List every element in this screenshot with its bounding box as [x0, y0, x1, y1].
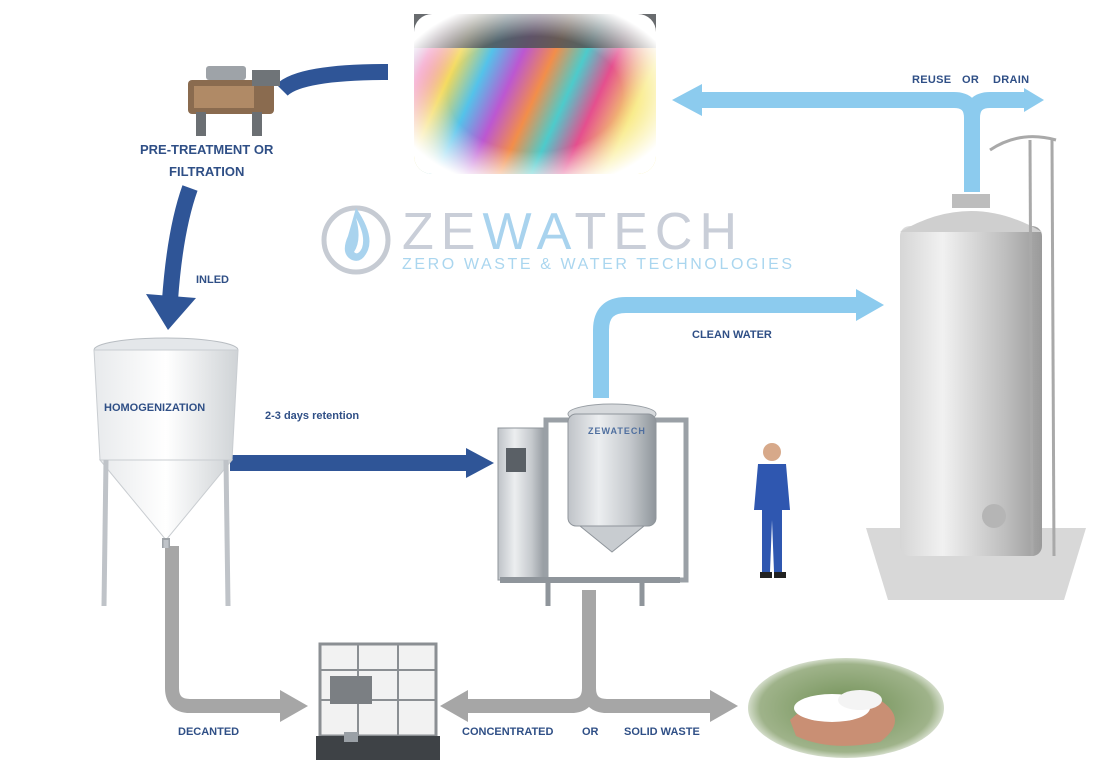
inled-label: INLED	[196, 274, 229, 286]
brand-wa: WA	[482, 203, 575, 261]
textile-printing-image	[414, 14, 656, 174]
solid-waste-pipe	[582, 687, 712, 713]
solid-waste-label: SOLID WASTE	[624, 726, 700, 738]
inled-arrow-head	[146, 294, 196, 330]
concentrated-pipe	[466, 590, 596, 713]
brand-wordmark: ZEWATECH	[402, 202, 744, 262]
water-drop-icon	[321, 205, 391, 275]
retention-label: 2-3 days retention	[265, 410, 360, 422]
gray-flow	[165, 546, 712, 713]
decanted-arrow-head	[280, 690, 308, 722]
retention-arrow-head	[466, 448, 494, 478]
zewatech-logo: ZEWATECH ZERO WASTE & WATER TECHNOLOGIES	[318, 198, 823, 280]
concentrated-arrow-head	[440, 690, 468, 722]
reuse-label: REUSE	[912, 74, 952, 86]
pretreatment-to-printer-pipe	[276, 64, 389, 97]
drain-label: DRAIN	[993, 74, 1030, 86]
inled-pipe	[162, 185, 198, 301]
reuse-arrow-head	[672, 84, 702, 116]
decanted-pipe	[165, 546, 282, 713]
filtration-unit-illustration	[188, 66, 280, 136]
salt-hand-image	[748, 658, 944, 758]
drain-arrow-head	[1024, 88, 1044, 112]
drain-pipe	[964, 92, 1026, 119]
or-bottom-label: OR	[582, 726, 599, 738]
pretreatment-label: PRE-TREATMENT OR FILTRATION	[140, 139, 273, 183]
worker-figure	[754, 443, 790, 578]
homogenization-tank	[93, 337, 239, 607]
ibc-container	[316, 642, 440, 760]
concentrated-label: CONCENTRATED	[462, 726, 554, 738]
brand-tech: TECH	[574, 203, 744, 261]
brand-ze: ZE	[402, 203, 483, 261]
light-blue-flow	[593, 92, 1026, 398]
evaporator-brand-label: ZEWATECH	[588, 426, 646, 436]
or-top-label: OR	[962, 74, 980, 86]
dark-blue-flow	[162, 64, 470, 471]
pretreatment-label-line1: PRE-TREATMENT OR	[140, 142, 274, 157]
storage-silo	[866, 135, 1086, 600]
clean-water-pipe	[593, 297, 858, 398]
homogenization-label: HOMOGENIZATION	[104, 402, 206, 414]
decanted-label: DECANTED	[178, 726, 240, 738]
reuse-return-pipe	[700, 92, 980, 192]
brand-tagline: ZERO WASTE & WATER TECHNOLOGIES	[402, 256, 795, 273]
clean-water-arrow-head	[856, 289, 884, 321]
solid-waste-arrow-head	[710, 690, 738, 722]
clean-water-label: CLEAN WATER	[692, 329, 772, 341]
pretreatment-label-line2: FILTRATION	[169, 164, 245, 179]
vacuum-evaporator	[497, 403, 689, 606]
